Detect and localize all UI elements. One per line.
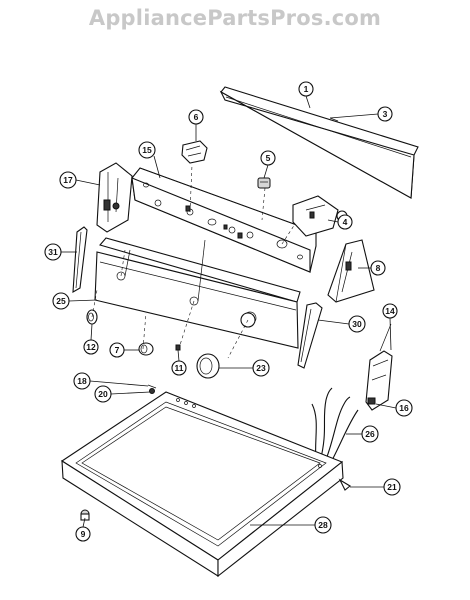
callout-label: 23 <box>256 363 266 373</box>
callout-label: 11 <box>175 363 184 373</box>
clip-part[interactable] <box>175 344 181 351</box>
knob-part[interactable] <box>138 342 154 356</box>
callout-3[interactable]: 3 <box>377 106 393 122</box>
callout-12[interactable]: 12 <box>83 339 99 355</box>
callout-label: 9 <box>81 529 86 539</box>
callout-label: 25 <box>56 296 66 306</box>
callout-label: 21 <box>387 482 397 492</box>
callout-label: 30 <box>352 319 362 329</box>
callout-label: 17 <box>63 175 73 185</box>
right-trim-part[interactable] <box>297 302 323 369</box>
left-trim-part[interactable] <box>72 226 88 293</box>
callout-label: 12 <box>86 342 96 352</box>
timer-part[interactable] <box>292 195 348 237</box>
left-end-cap-part[interactable] <box>96 162 133 233</box>
leader-lines <box>61 95 397 528</box>
callout-23[interactable]: 23 <box>252 359 270 377</box>
timer-knob-part[interactable] <box>196 312 256 379</box>
callout-20[interactable]: 20 <box>94 385 112 403</box>
cabinet-top-part[interactable] <box>60 391 344 578</box>
screw-small-part[interactable] <box>338 478 351 491</box>
foot-part[interactable] <box>80 509 90 521</box>
callout-15[interactable]: 15 <box>138 141 156 159</box>
callout-label: 4 <box>343 217 348 227</box>
small-knob-part[interactable] <box>257 177 271 189</box>
rear-panel-part[interactable] <box>219 86 419 199</box>
control-panel-part[interactable] <box>131 167 317 273</box>
callout-16[interactable]: 16 <box>395 399 413 417</box>
callout-label: 7 <box>115 345 120 355</box>
callout-label: 15 <box>142 145 152 155</box>
callout-8[interactable]: 8 <box>370 260 386 276</box>
callout-label: 6 <box>194 112 199 122</box>
callout-17[interactable]: 17 <box>59 171 77 189</box>
callout-25[interactable]: 25 <box>52 292 70 310</box>
callout-9[interactable]: 9 <box>75 526 91 542</box>
right-end-cap-part[interactable] <box>327 239 375 303</box>
callout-5[interactable]: 5 <box>260 150 276 166</box>
callout-31[interactable]: 31 <box>44 243 62 261</box>
callout-28[interactable]: 28 <box>314 516 332 534</box>
callout-11[interactable]: 11 <box>171 360 187 376</box>
assembly-guide-lines <box>91 164 296 359</box>
screw-part[interactable] <box>147 384 157 394</box>
callout-21[interactable]: 21 <box>383 478 401 496</box>
callout-label: 31 <box>48 247 58 257</box>
callout-label: 14 <box>385 306 395 316</box>
callout-1[interactable]: 1 <box>298 81 314 97</box>
watermark-text: AppliancePartsPros.com <box>88 6 382 30</box>
callout-label: 3 <box>383 109 388 119</box>
callout-30[interactable]: 30 <box>348 315 366 333</box>
callout-4[interactable]: 4 <box>337 214 353 230</box>
callout-26[interactable]: 26 <box>361 425 379 443</box>
callout-label: 28 <box>318 520 328 530</box>
callout-label: 20 <box>98 389 108 399</box>
callout-7[interactable]: 7 <box>109 342 125 358</box>
callout-14[interactable]: 14 <box>382 303 398 319</box>
callout-label: 26 <box>365 429 375 439</box>
callout-label: 5 <box>266 153 271 163</box>
switch-part[interactable] <box>181 140 208 164</box>
callout-label: 16 <box>399 403 409 413</box>
callout-6[interactable]: 6 <box>188 109 204 125</box>
callout-label: 18 <box>77 376 87 386</box>
callout-18[interactable]: 18 <box>73 372 91 390</box>
lid-switch-part[interactable] <box>365 323 393 411</box>
callout-label: 8 <box>376 263 381 273</box>
callout-label: 1 <box>304 84 309 94</box>
